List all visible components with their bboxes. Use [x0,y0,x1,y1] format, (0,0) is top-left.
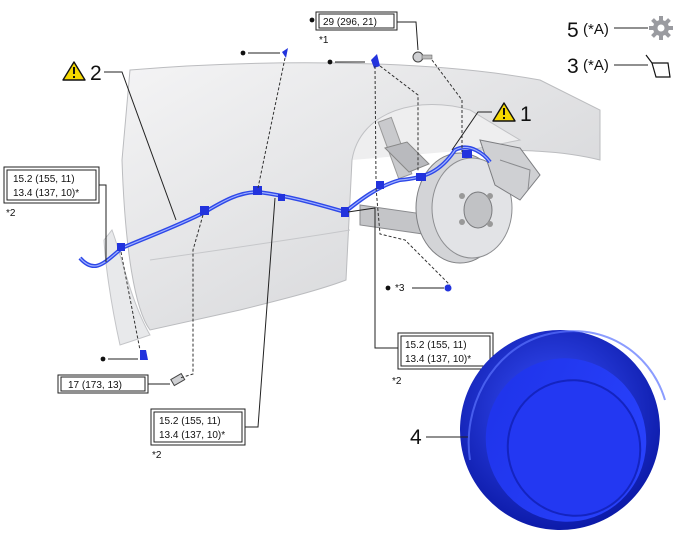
torque-box-top-bolt: 29 (296, 21) [315,11,398,31]
svg-text:2: 2 [90,62,102,85]
callout-item3: 3 (*A) [567,54,671,78]
warning-icon [492,102,516,122]
warning-icon [62,61,86,81]
svg-text:29 (296, 21): 29 (296, 21) [323,17,377,28]
note-star2-left: *2 [6,208,16,219]
clip-lower-left [140,350,148,360]
svg-text:3: 3 [567,55,579,78]
note-star3: *3 [395,283,405,294]
gear-icon [649,16,673,40]
note-star1: *1 [319,35,329,46]
grease-can-icon [645,54,671,78]
brake-hose [78,145,492,268]
note-star2-right: *2 [392,376,402,387]
clip-star3 [444,284,452,292]
callout-item5: 5 (*A) [567,16,673,42]
svg-text:13.4 (137, 10)*: 13.4 (137, 10)* [405,354,471,365]
svg-text:5: 5 [567,19,579,42]
alignment-lines [120,57,463,379]
svg-text:17 (173, 13): 17 (173, 13) [68,380,122,391]
callout-item4: 4 [410,426,468,449]
svg-text:1: 1 [520,103,532,126]
clip-upper-right [371,54,380,68]
torque-box-right: 15.2 (155, 11) 13.4 (137, 10)* [397,332,494,370]
bolt-lower [170,372,186,387]
svg-text:15.2 (155, 11): 15.2 (155, 11) [13,174,75,185]
callout-item1: 1 [451,102,532,151]
svg-text:(*A): (*A) [583,57,609,74]
torque-box-clip-bolt: 17 (173, 13) [57,374,149,394]
reference-dots [100,17,391,362]
torque-box-bottom: 15.2 (155, 11) 13.4 (137, 10)* [150,408,246,446]
spare-tire [460,330,666,530]
svg-text:4: 4 [410,426,422,449]
svg-text:(*A): (*A) [583,21,609,38]
bolt-top [412,51,433,63]
clip-top [282,48,288,58]
svg-text:13.4 (137, 10)*: 13.4 (137, 10)* [13,188,79,199]
callout-item2: 2 [62,61,177,221]
svg-text:15.2 (155, 11): 15.2 (155, 11) [159,416,221,427]
svg-text:15.2 (155, 11): 15.2 (155, 11) [405,340,467,351]
svg-text:13.4 (137, 10)*: 13.4 (137, 10)* [159,430,225,441]
note-star2-bottom: *2 [152,450,162,461]
torque-box-left: 15.2 (155, 11) 13.4 (137, 10)* [3,166,100,204]
